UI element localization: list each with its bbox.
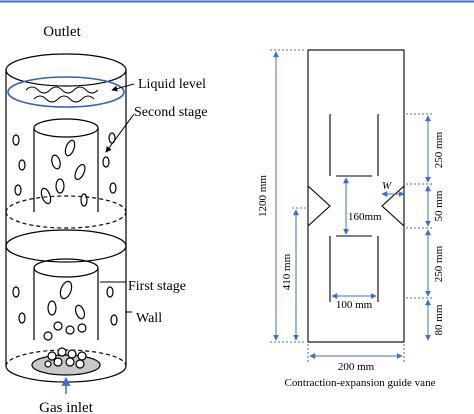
bubble — [47, 351, 57, 361]
liquid-wave-2 — [33, 95, 95, 103]
bubble — [106, 286, 114, 298]
bubble — [74, 163, 86, 181]
bubble — [43, 331, 53, 341]
second-stage-tube-top — [33, 118, 99, 138]
dim-160-label: 160mm — [348, 211, 382, 223]
dim-200-label: 200 mm — [338, 361, 375, 373]
bubble — [57, 347, 67, 357]
bubble — [18, 312, 26, 324]
dimension-lines — [270, 49, 432, 362]
first-stage-label: First stage — [128, 279, 186, 294]
liquid-wave-1 — [25, 86, 99, 94]
dim-1200-label: 1200 mm — [257, 175, 269, 217]
bubble — [65, 357, 75, 367]
dim-250-bottom-label: 250 mm — [433, 245, 445, 282]
bubble — [74, 304, 86, 320]
bubble — [67, 349, 77, 359]
dim-w-label: W — [382, 180, 392, 192]
bubble — [40, 187, 52, 205]
bubble — [12, 134, 20, 146]
bubble — [18, 159, 26, 171]
bubble — [55, 178, 65, 194]
bubble — [77, 323, 87, 333]
bubble — [12, 286, 20, 298]
bubble — [109, 182, 117, 194]
separator-lower-back — [5, 229, 127, 247]
bubble — [102, 156, 110, 168]
bubble — [108, 132, 116, 144]
inlet-plate — [31, 354, 101, 376]
gas-inlet-label: Gas inlet — [39, 400, 94, 414]
dim-410-label: 410 mm — [281, 253, 293, 290]
bubble — [110, 314, 118, 326]
liquid-level-label: Liquid level — [138, 77, 206, 92]
dim-250-top-label: 250 mm — [433, 131, 445, 168]
dim-100-label: 100 mm — [336, 299, 373, 311]
bubble — [51, 154, 61, 170]
bubble — [53, 321, 63, 331]
bubble — [59, 280, 73, 300]
bubble — [64, 139, 76, 157]
second-stage-label: Second stage — [134, 105, 207, 120]
bubble — [53, 357, 63, 367]
left-vane — [307, 185, 331, 227]
bubble — [14, 184, 22, 196]
separator-lower-front — [5, 245, 127, 263]
figure-caption: Contraction-expansion guide vane — [285, 377, 436, 389]
bubble — [80, 193, 88, 207]
bubble — [75, 359, 85, 369]
bubble — [47, 300, 57, 316]
dim-50-label: 50 mm — [433, 190, 445, 221]
column-schematic — [5, 53, 127, 383]
bubble — [65, 325, 75, 335]
second-stage-leader — [105, 113, 135, 153]
separator-ellipse-front — [5, 211, 127, 229]
right-vane — [381, 185, 405, 227]
bubble — [77, 351, 87, 361]
liquid-level-ring — [7, 76, 125, 108]
bubble — [44, 360, 52, 368]
outlet-label: Outlet — [43, 24, 81, 40]
separator-ellipse-back — [5, 195, 127, 213]
dim-80-label: 80 mm — [433, 304, 445, 335]
liquid-level-leader — [111, 83, 135, 92]
wall-label: Wall — [136, 311, 162, 326]
